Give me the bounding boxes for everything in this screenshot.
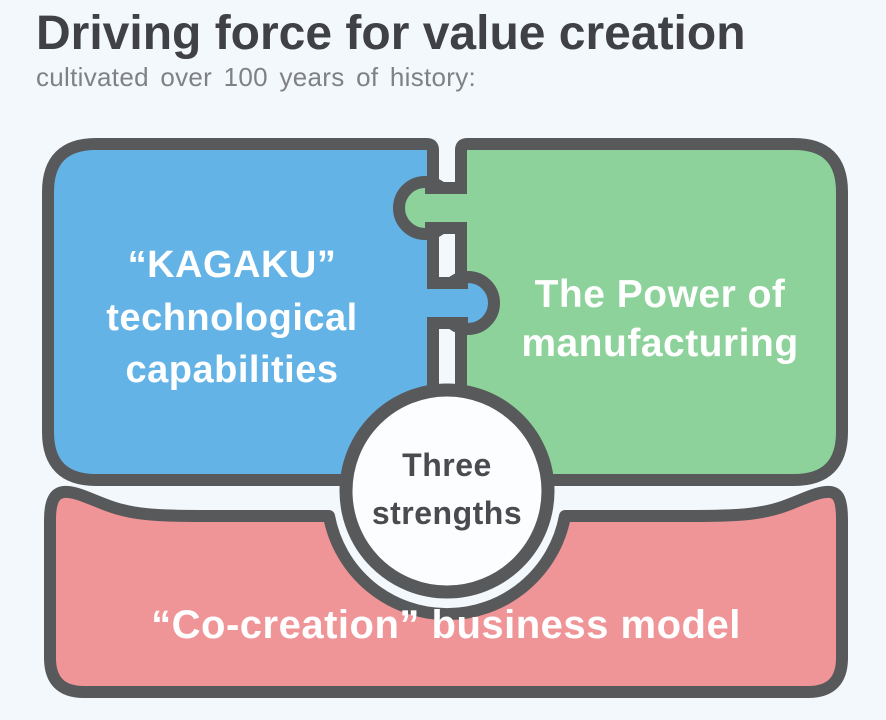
center-circle-label: Three strengths <box>372 447 522 531</box>
center-circle <box>339 383 555 599</box>
blue-piece <box>42 138 439 486</box>
header: Driving force for value creation cultiva… <box>36 8 746 93</box>
green-piece-line-2: manufacturing <box>521 322 798 365</box>
blue-piece-line-3: capabilities <box>126 349 339 391</box>
green-piece-label: The Power of manufacturing <box>521 273 798 365</box>
center-line-2: strengths <box>372 495 522 531</box>
green-piece <box>455 138 848 486</box>
blue-piece-line-2: technological <box>106 297 357 339</box>
red-piece <box>44 485 848 698</box>
blue-piece-label: “KAGAKU” technological capabilities <box>106 244 357 391</box>
page-subtitle: cultivated over 100 years of history: <box>36 62 477 92</box>
red-piece-label: “Co-creation” business model <box>151 603 741 647</box>
page-title: Driving force for value creation <box>36 7 746 60</box>
blue-piece-line-1: “KAGAKU” <box>128 244 337 286</box>
center-line-1: Three <box>402 447 492 483</box>
green-knob <box>393 176 474 240</box>
green-piece-line-1: The Power of <box>535 273 786 316</box>
blue-knob <box>420 271 500 335</box>
